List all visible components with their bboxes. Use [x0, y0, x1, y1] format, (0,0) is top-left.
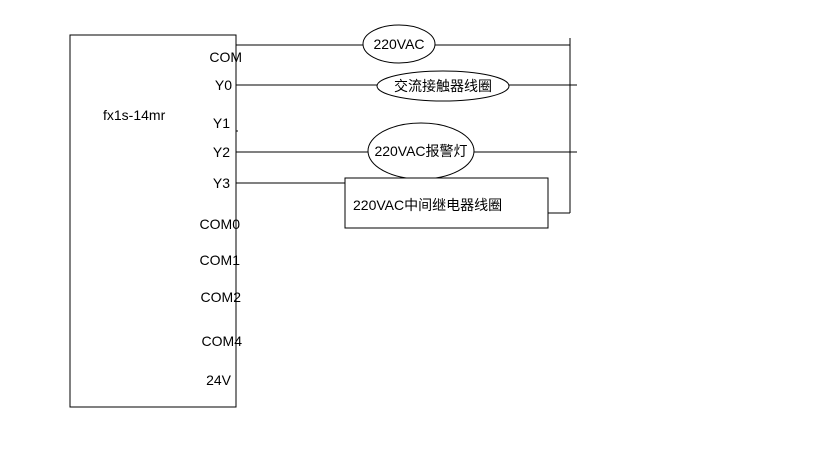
terminal-y0: Y0: [215, 77, 232, 93]
alarm-label: 220VAC报警灯: [374, 143, 467, 159]
contactor-label: 交流接触器线圈: [394, 78, 492, 94]
terminal-com4: COM4: [202, 333, 243, 349]
terminal-com1: COM1: [200, 252, 241, 268]
supply-ellipse: [362, 24, 436, 64]
contactor-ellipse: [376, 70, 510, 102]
terminal-y2: Y2: [213, 144, 230, 160]
plc-box: [69, 34, 237, 408]
terminal-com0: COM0: [200, 216, 241, 232]
terminal-24v: 24V: [206, 372, 232, 388]
supply-label: 220VAC: [373, 36, 424, 52]
relay-label: 220VAC中间继电器线圈: [353, 197, 502, 213]
terminal-y1: Y1: [213, 115, 230, 131]
relay-box: [344, 177, 549, 229]
terminal-com: COM: [209, 49, 242, 65]
plc-label: fx1s-14mr: [103, 107, 166, 123]
terminal-y3: Y3: [213, 175, 230, 191]
terminal-com2: COM2: [201, 289, 242, 305]
